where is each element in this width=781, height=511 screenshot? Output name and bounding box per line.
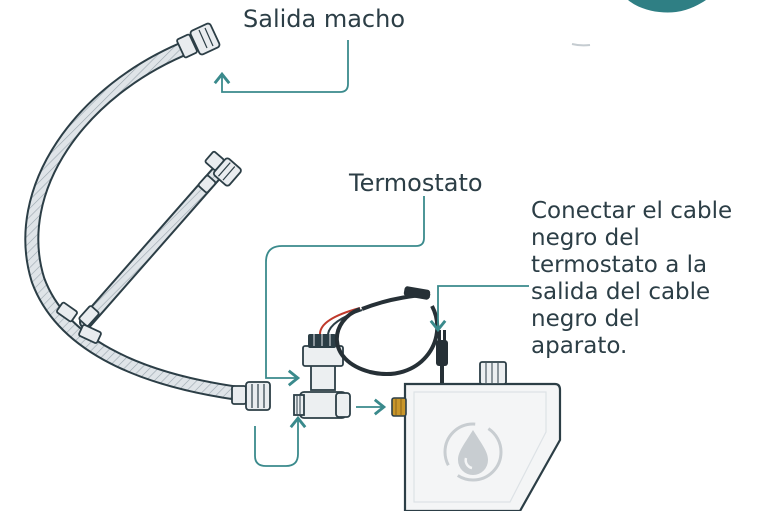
thermostat-t-fitting bbox=[293, 334, 351, 419]
hose-nut-top bbox=[176, 22, 221, 59]
label-conectar-line: aparato. bbox=[531, 333, 628, 359]
label-conectar-line: negro del bbox=[531, 225, 640, 251]
appliance-cable-plug bbox=[436, 330, 448, 384]
label-conectar-line: negro del bbox=[531, 306, 640, 332]
label-conectar-line: Conectar el cable bbox=[531, 198, 733, 224]
thermostat-cable bbox=[319, 286, 440, 376]
hose-male-fitting bbox=[204, 150, 242, 187]
label-termostato: Termostato bbox=[349, 169, 483, 197]
decorative-stroke bbox=[571, 43, 591, 47]
arrow-flow-up bbox=[254, 415, 307, 467]
braided-hose-straight bbox=[79, 167, 223, 329]
label-conectar-line: termostato a la bbox=[531, 252, 708, 278]
leader-conectar bbox=[429, 285, 529, 333]
hose-collars bbox=[56, 174, 217, 344]
water-drop-icon bbox=[443, 422, 503, 482]
braided-hose-long bbox=[24, 38, 258, 403]
label-salida-macho: Salida macho bbox=[243, 5, 406, 33]
label-conectar-cable: Conectar el cable negro del termostato a… bbox=[531, 198, 732, 360]
leader-salida-macho bbox=[213, 40, 349, 93]
leader-termostato bbox=[265, 196, 425, 387]
label-conectar-line: salida del cable bbox=[531, 279, 711, 305]
hose-nut-bottom bbox=[231, 381, 271, 411]
decorative-circle-icon bbox=[628, 0, 706, 13]
